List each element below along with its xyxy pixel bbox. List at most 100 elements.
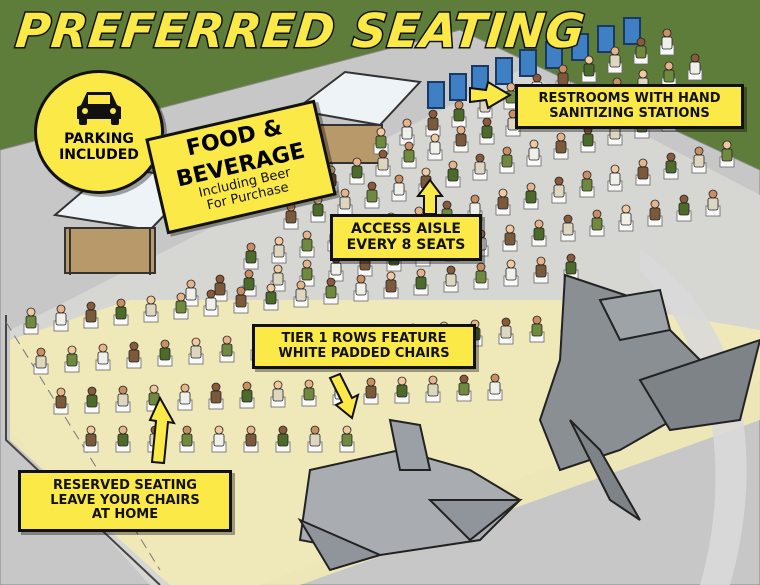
spectator-figure bbox=[687, 53, 703, 81]
spectator-figure bbox=[618, 204, 634, 232]
page-title: PREFERRED SEATING bbox=[12, 3, 590, 61]
spectator-figure bbox=[270, 264, 286, 292]
spectator-figure bbox=[391, 174, 407, 202]
spectator-figure bbox=[146, 384, 162, 412]
spectator-figure bbox=[243, 242, 259, 270]
arrow-tier1 bbox=[328, 372, 360, 420]
spectator-figure bbox=[425, 375, 441, 403]
spectator-figure bbox=[241, 269, 257, 297]
spectator-figure bbox=[95, 343, 111, 371]
fence bbox=[5, 315, 161, 585]
spectator-figure bbox=[113, 298, 129, 326]
spectator-figure bbox=[560, 214, 576, 242]
tier1-line1: TIER 1 ROWS FEATURE bbox=[281, 331, 447, 346]
spectator-figure bbox=[212, 274, 228, 302]
spectator-figure bbox=[339, 425, 355, 453]
spectator-figure bbox=[203, 289, 219, 317]
spectator-figure bbox=[211, 425, 227, 453]
spectator-figure bbox=[23, 307, 39, 335]
spectator-figure bbox=[375, 149, 391, 177]
parking-callout: PARKING INCLUDED bbox=[34, 70, 164, 194]
spectator-figure bbox=[239, 381, 255, 409]
reserved-line3: AT HOME bbox=[91, 507, 159, 523]
spectator-figure bbox=[307, 425, 323, 453]
spectator-figure bbox=[533, 256, 549, 284]
spectator-figure bbox=[443, 265, 459, 293]
spectator-figure bbox=[526, 139, 542, 167]
spectator-figure bbox=[126, 341, 142, 369]
spectator-figure bbox=[33, 347, 49, 375]
arrow-reserved bbox=[148, 395, 176, 465]
spectator-figure bbox=[299, 230, 315, 258]
spectator-figure bbox=[579, 170, 595, 198]
spectator-figure bbox=[581, 55, 597, 83]
spectator-figure bbox=[607, 164, 623, 192]
spectator-figure bbox=[413, 268, 429, 296]
spectator-figure bbox=[263, 283, 279, 311]
spectator-figure bbox=[183, 279, 199, 307]
spectator-figure bbox=[472, 153, 488, 181]
spectator-figure bbox=[301, 379, 317, 407]
spectator-figure bbox=[663, 152, 679, 180]
spectator-figure bbox=[270, 380, 286, 408]
tier1-callout: TIER 1 ROWS FEATURE WHITE PADDED CHAIRS bbox=[252, 324, 476, 370]
parking-line2: INCLUDED bbox=[59, 147, 139, 164]
spectator-figure bbox=[635, 158, 651, 186]
spectator-figure bbox=[661, 61, 677, 89]
spectator-figure bbox=[373, 127, 389, 155]
spectator-figure bbox=[84, 386, 100, 414]
spectator-figure bbox=[243, 425, 259, 453]
spectator-figure bbox=[495, 188, 511, 216]
spectator-figure bbox=[143, 295, 159, 323]
spectator-figure bbox=[173, 292, 189, 320]
spectator-figure bbox=[705, 189, 721, 217]
reserved-line1: RESERVED SEATING bbox=[53, 478, 197, 493]
spectator-figure bbox=[551, 176, 567, 204]
spectator-figure bbox=[499, 146, 515, 174]
spectator-figure bbox=[219, 335, 235, 363]
tier1-line2: WHITE PADDED CHAIRS bbox=[278, 345, 450, 361]
spectator-figure bbox=[337, 188, 353, 216]
spectator-figure bbox=[589, 209, 605, 237]
spectator-figure bbox=[456, 374, 472, 402]
spectator-figure bbox=[487, 373, 503, 401]
spectator-figure bbox=[529, 315, 545, 343]
spectator-figure bbox=[293, 280, 309, 308]
aisle-line2: EVERY 8 SEATS bbox=[346, 236, 466, 253]
spectator-figure bbox=[647, 199, 663, 227]
spectator-figure bbox=[53, 387, 69, 415]
restrooms-line2: SANITIZING STATIONS bbox=[549, 105, 710, 121]
spectator-figure bbox=[179, 425, 195, 453]
parking-line1: PARKING bbox=[64, 131, 134, 147]
spectator-figure bbox=[275, 425, 291, 453]
spectator-figure bbox=[676, 194, 692, 222]
spectator-figure bbox=[177, 383, 193, 411]
spectator-figure bbox=[445, 160, 461, 188]
spectator-figure bbox=[364, 181, 380, 209]
access-aisle-callout: ACCESS AISLE EVERY 8 SEATS bbox=[330, 214, 482, 262]
spectator-figure bbox=[523, 182, 539, 210]
restrooms-line1: RESTROOMS WITH HAND bbox=[538, 91, 721, 106]
spectator-figure bbox=[363, 377, 379, 405]
callout-arrows bbox=[148, 80, 512, 465]
spectator-figure bbox=[502, 224, 518, 252]
spectator-figure bbox=[115, 425, 131, 453]
spectator-figure bbox=[531, 219, 547, 247]
spectator-figure bbox=[553, 132, 569, 160]
spectator-figure bbox=[64, 345, 80, 373]
spectator-figure bbox=[271, 236, 287, 264]
spectator-figure bbox=[563, 253, 579, 281]
restrooms-callout: RESTROOMS WITH HAND SANITIZING STATIONS bbox=[515, 84, 744, 130]
spectator-figure bbox=[691, 146, 707, 174]
spectator-figure bbox=[659, 28, 675, 56]
spectator-figure bbox=[188, 337, 204, 365]
restroom-units bbox=[427, 17, 641, 109]
spectator-figure bbox=[453, 125, 469, 153]
reserved-line2: LEAVE YOUR CHAIRS bbox=[50, 492, 200, 508]
car-icon bbox=[77, 92, 121, 125]
arrow-restrooms bbox=[469, 80, 512, 110]
spectator-figure bbox=[498, 317, 514, 345]
aisle-line1: ACCESS AISLE bbox=[351, 221, 461, 237]
spectator-figure bbox=[323, 277, 339, 305]
